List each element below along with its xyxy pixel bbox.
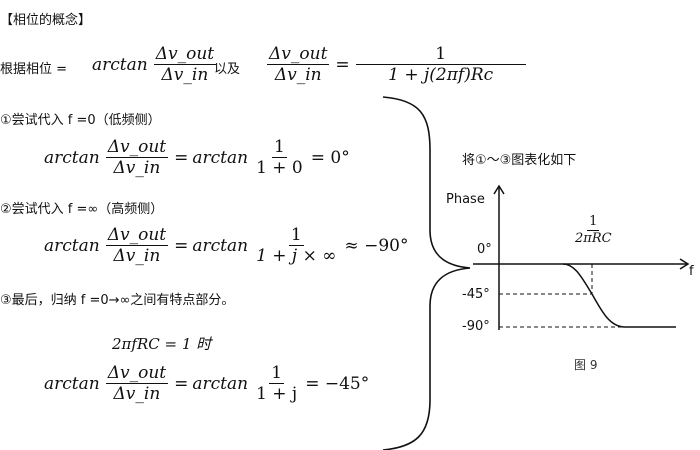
arctan: arctan bbox=[192, 373, 249, 394]
result: = 0° bbox=[310, 147, 350, 168]
equals: = bbox=[174, 235, 189, 256]
x-axis-label: f bbox=[689, 264, 694, 279]
figure-caption-text: 将①〜③图表化如下 bbox=[462, 153, 577, 168]
arctan: arctan bbox=[44, 373, 100, 394]
denominator: Δv_in bbox=[161, 65, 209, 85]
numerator: 1 bbox=[269, 363, 285, 384]
step2-text: ②尝试代入 f =∞（高频侧） bbox=[0, 202, 164, 217]
denominator: 2πRC bbox=[575, 231, 612, 246]
equals: = bbox=[174, 147, 189, 168]
tick-0: 0° bbox=[477, 242, 492, 257]
curly-brace bbox=[382, 96, 471, 450]
denominator: 1 + j(2πf)Rc bbox=[388, 65, 494, 85]
denominator: Δv_in bbox=[113, 384, 161, 404]
arctan: arctan bbox=[92, 54, 148, 75]
numerator: Δv_out bbox=[153, 44, 217, 65]
page-title: 【相位的概念】 bbox=[0, 13, 92, 28]
step3-text: ③最后，归纳 f =0→∞之间有特点部分。 bbox=[0, 293, 235, 308]
denominator: Δv_in bbox=[113, 246, 161, 266]
denominator: 1 + 0 bbox=[256, 158, 303, 178]
x-axis-arrow bbox=[679, 258, 690, 270]
result: = −45° bbox=[305, 373, 370, 394]
numerator: Δv_out bbox=[105, 137, 169, 158]
denominator: Δv_in bbox=[274, 65, 322, 85]
numerator: Δv_out bbox=[105, 225, 169, 246]
and-label: 以及 bbox=[214, 62, 241, 77]
phase-definition-label: 根据相位 = bbox=[0, 62, 68, 77]
arctan: arctan bbox=[44, 235, 100, 256]
numerator: 1 bbox=[271, 137, 287, 158]
arctan: arctan bbox=[192, 235, 249, 256]
denominator: 1 + j bbox=[256, 384, 298, 404]
result: ≈ −90° bbox=[344, 235, 409, 256]
figure-label: 图 9 bbox=[574, 358, 598, 372]
tick-minus45: -45° bbox=[462, 287, 490, 302]
phase-curve bbox=[562, 263, 676, 328]
numerator: 1 bbox=[288, 225, 304, 246]
denominator: 1 + j × ∞ bbox=[256, 246, 337, 266]
numerator: 1 bbox=[587, 214, 600, 231]
numerator: Δv_out bbox=[105, 363, 169, 384]
step1-text: ①尝试代入 f =0（低频侧） bbox=[0, 113, 161, 128]
equals: = bbox=[174, 373, 189, 394]
arctan: arctan bbox=[192, 147, 249, 168]
y-axis-label: Phase bbox=[446, 192, 485, 207]
equals: = bbox=[335, 54, 350, 75]
numerator: 1 bbox=[355, 44, 526, 65]
step3-condition: 2πfRC = 1 时 bbox=[112, 335, 212, 353]
denominator: Δv_in bbox=[113, 158, 161, 178]
arctan: arctan bbox=[44, 147, 100, 168]
tick-minus90: -90° bbox=[462, 319, 490, 334]
numerator: Δv_out bbox=[267, 44, 330, 65]
y-axis-arrow bbox=[493, 184, 505, 195]
